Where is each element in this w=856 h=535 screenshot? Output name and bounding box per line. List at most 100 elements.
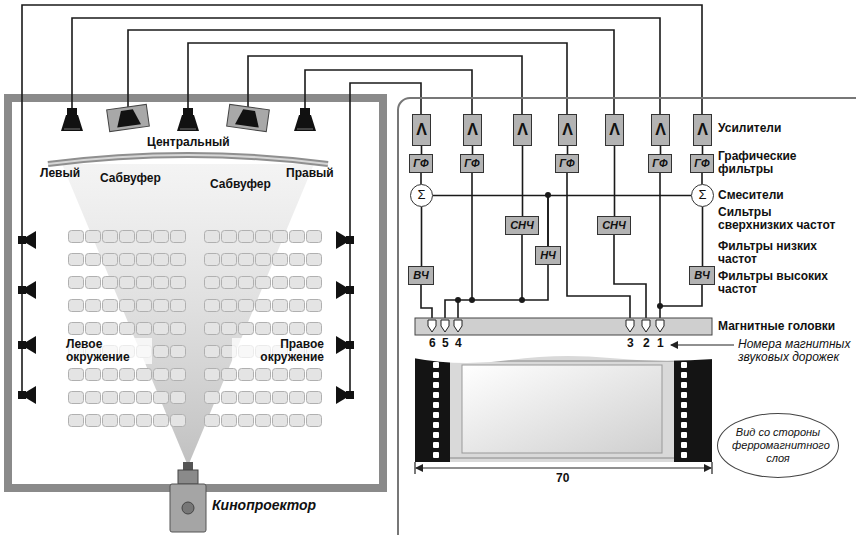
- speaker-magnet: [346, 286, 354, 294]
- center-speaker: [177, 108, 199, 131]
- equipment-panel: [398, 98, 856, 535]
- speaker-magnet: [18, 236, 26, 244]
- track-number: 6: [429, 337, 436, 350]
- node-text: Λ: [467, 121, 478, 139]
- wire: [659, 163, 661, 322]
- node-text: НЧ: [540, 249, 556, 262]
- note-oval: Вид со стороны ферромагнитного слоя: [717, 413, 839, 478]
- perforations: [432, 356, 440, 462]
- wire: [188, 43, 567, 130]
- seat-rows: [68, 230, 187, 427]
- speaker-magnet: [183, 108, 193, 116]
- surround-speakers-right: [336, 231, 354, 404]
- zone-label: Правое окружение: [232, 338, 326, 364]
- speaker-cone: [61, 115, 83, 131]
- speaker-label: Сабвуфер: [100, 172, 161, 185]
- speaker-magnet: [18, 341, 26, 349]
- amplifier-box: Λ: [558, 114, 577, 146]
- right-speaker: [294, 108, 316, 131]
- track-number: 5: [442, 337, 449, 350]
- node-text: Λ: [416, 121, 427, 139]
- signal-line: [472, 146, 474, 154]
- node-text: Λ: [517, 121, 528, 139]
- amplifier-box: Λ: [412, 114, 431, 146]
- signal-line: [701, 173, 703, 184]
- node-text: Σ: [417, 188, 425, 203]
- speaker-cone: [294, 115, 316, 131]
- speaker-label: Центральный: [147, 136, 230, 149]
- row-label: Смесители: [718, 189, 842, 202]
- surround-speakers-left: [18, 231, 36, 404]
- graphic-filter-box: ГФ: [409, 154, 433, 173]
- left-speaker: [61, 108, 83, 131]
- frame-line: [450, 361, 674, 458]
- wire: [128, 30, 614, 130]
- speaker-magnet: [300, 108, 310, 116]
- head-symbol: [626, 320, 634, 332]
- projector-body: [170, 484, 206, 532]
- graphic-filter-box: ГФ: [648, 154, 672, 173]
- row-label: Графические фильтры: [718, 150, 842, 176]
- speaker-magnet: [346, 236, 354, 244]
- screen-arc: [48, 155, 328, 164]
- node-text: Вид со стороны ферромагнитного слоя: [732, 426, 824, 465]
- speaker-cone: [336, 231, 346, 249]
- screen-arc: [48, 155, 328, 164]
- head-symbol: [441, 320, 449, 332]
- speaker-cone: [26, 386, 36, 404]
- node-text: ГФ: [652, 157, 667, 170]
- node-text: Λ: [562, 121, 573, 139]
- hall-outline: [8, 98, 383, 488]
- row-label: Фильтры высоких частот: [718, 270, 842, 296]
- torn-edge: [413, 353, 714, 363]
- amplifier-box: Λ: [693, 114, 712, 146]
- film-base: [415, 356, 712, 462]
- signal-line: [660, 146, 662, 154]
- signal-line: [548, 196, 691, 247]
- speaker-magnet: [18, 286, 26, 294]
- filter-box: НЧ: [535, 246, 561, 265]
- projector-reel: [182, 502, 194, 514]
- graphic-filter-box: ГФ: [555, 154, 579, 173]
- speaker-cone: [177, 115, 199, 131]
- mixer-circle: Σ: [691, 184, 714, 207]
- signal-line: [421, 146, 423, 154]
- graphic-filter-box: ГФ: [690, 154, 714, 173]
- wire: [22, 5, 702, 395]
- magnetic-head-bar: [415, 318, 712, 335]
- junction-dot: [657, 303, 663, 309]
- wire: [350, 83, 421, 395]
- speaker-cone: [235, 108, 261, 127]
- projector-head: [178, 470, 198, 484]
- signal-line: [421, 207, 423, 266]
- junction-dot: [455, 297, 461, 303]
- speaker-edge: [64, 129, 80, 130]
- speaker-cone: [336, 281, 346, 299]
- speaker-cone: [26, 336, 36, 354]
- graphic-filter-box: ГФ: [460, 154, 484, 173]
- speaker-label: Правый: [286, 167, 334, 180]
- wire: [305, 70, 472, 130]
- amplifier-box: Λ: [651, 114, 670, 146]
- speaker-wires: [22, 5, 702, 395]
- signal-line: [702, 146, 704, 154]
- filter-box: СНЧ: [597, 216, 631, 235]
- speaker-cone: [115, 108, 141, 127]
- signal-line: [522, 146, 524, 216]
- note-label: Номера магнитных звуковых дорожек: [738, 338, 854, 364]
- speaker-magnet: [346, 391, 354, 399]
- signal-line: [614, 146, 616, 216]
- node-text: ВЧ: [694, 269, 710, 282]
- projector: [170, 462, 206, 532]
- track-number: 3: [627, 337, 634, 350]
- node-text: Λ: [609, 121, 620, 139]
- film-strip: [413, 353, 714, 462]
- speaker-edge: [297, 129, 313, 130]
- row-label: Сильтры сверхнизких частот: [718, 206, 842, 232]
- projector-label: Кинопроектор: [212, 497, 316, 513]
- row-label: Фильтры низких частот: [718, 240, 842, 266]
- signal-line: [420, 173, 422, 184]
- speaker-edge: [180, 129, 196, 130]
- speaker-label: Левый: [40, 167, 80, 180]
